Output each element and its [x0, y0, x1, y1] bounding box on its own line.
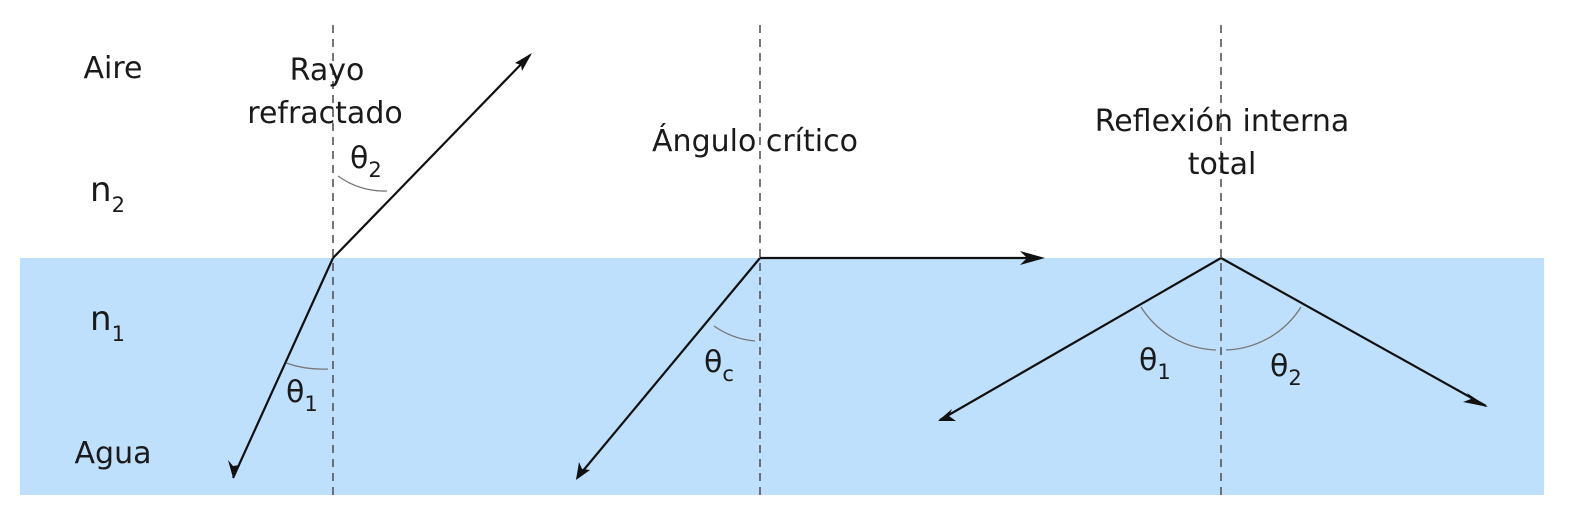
refraction-title-line2: refractado	[247, 96, 402, 131]
incident-ray-refraction	[231, 257, 335, 479]
theta1-tir-label: θ1	[1139, 343, 1171, 384]
theta-c-label: θc	[704, 345, 734, 386]
n1-label: n1	[90, 299, 125, 346]
theta1-refraction-subscript: 1	[304, 392, 317, 416]
n2-symbol: n	[90, 170, 112, 210]
air-label: Aire	[84, 51, 143, 86]
theta-c-subscript: c	[722, 362, 734, 386]
reflected-arrowhead-tir	[1463, 393, 1488, 407]
theta2-refraction-symbol: θ	[350, 141, 368, 176]
theta1-tir-subscript: 1	[1157, 360, 1170, 384]
angle-arc-theta2-tir	[1225, 306, 1302, 351]
n2-subscript: 2	[112, 193, 125, 217]
incident-arrowhead-refraction	[228, 460, 240, 478]
theta2-refraction-label: θ2	[350, 141, 382, 182]
n1-subscript: 1	[112, 322, 125, 346]
refracted-ray	[332, 54, 531, 259]
grazing-arrowhead	[1020, 251, 1045, 265]
water-region	[20, 258, 1544, 495]
reflected-ray-tir	[1220, 257, 1487, 407]
incident-ray-critical	[576, 257, 761, 479]
theta2-tir-subscript: 2	[1288, 366, 1301, 390]
angle-arc-theta2-refraction	[337, 175, 388, 192]
incident-ray-tir	[939, 257, 1222, 421]
tir-title-line1: Reflexión interna	[1095, 104, 1350, 139]
theta2-tir-symbol: θ	[1270, 349, 1288, 384]
refraction-title-line1: Rayo	[290, 53, 365, 88]
tir-title-line2: total	[1188, 147, 1257, 182]
theta1-refraction-symbol: θ	[286, 375, 304, 410]
theta2-tir-label: θ2	[1270, 349, 1302, 390]
incident-arrowhead-critical	[576, 462, 590, 480]
theta1-refraction-label: θ1	[286, 375, 318, 416]
incident-arrowhead-tir	[938, 409, 956, 421]
refracted-arrowhead	[515, 53, 532, 71]
n2-label: n2	[90, 170, 125, 217]
water-label: Agua	[75, 436, 152, 471]
theta2-refraction-subscript: 2	[368, 158, 381, 182]
critical-angle-title: Ángulo crítico	[652, 123, 858, 159]
theta-c-symbol: θ	[704, 345, 722, 380]
angle-arc-theta1-refraction	[285, 362, 329, 370]
theta1-tir-symbol: θ	[1139, 343, 1157, 378]
n1-symbol: n	[90, 299, 112, 339]
angle-arc-theta1-tir	[1140, 306, 1217, 351]
angle-arc-theta-c	[713, 325, 756, 342]
